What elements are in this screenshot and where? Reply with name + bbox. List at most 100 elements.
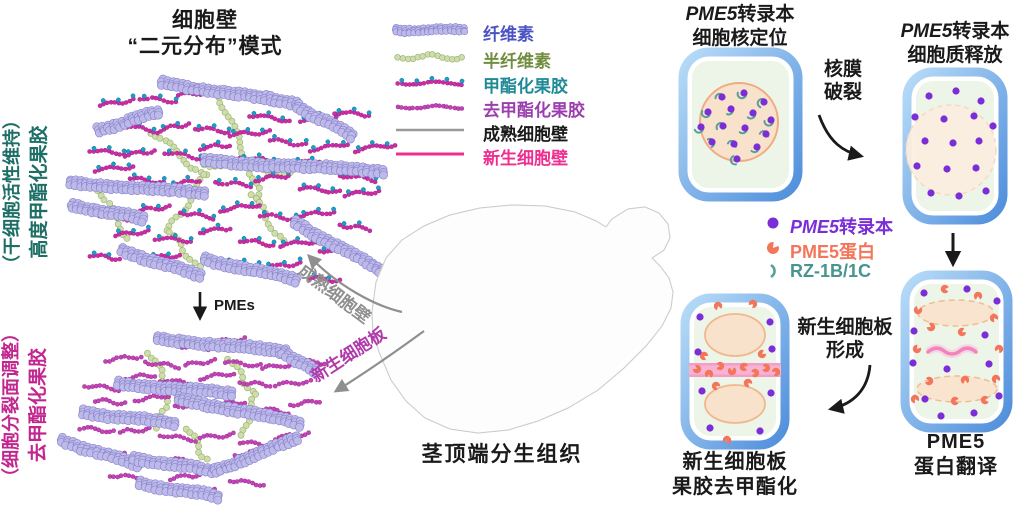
step2-title: PME5转录本 细胞质释放 xyxy=(875,20,1024,68)
legend-label-mature-wall: 成熟细胞壁 xyxy=(483,125,568,144)
pme5-protein-icon xyxy=(960,375,970,384)
step1-title-rest: 转录本 xyxy=(737,4,795,25)
pme5-transcript-dot xyxy=(741,124,749,132)
title-line1: 细胞壁 xyxy=(172,9,238,32)
step1-title: PME5转录本 细胞核定位 xyxy=(660,3,820,51)
step3-caption-line2: 果胶去甲酯化 xyxy=(672,476,798,498)
legend-label-demethyl-pectin: 去甲酯化果胶 xyxy=(483,101,585,120)
legend-text: PME5蛋白 xyxy=(790,242,876,262)
pme5-protein-icon xyxy=(910,394,920,404)
pme5-protein-icon xyxy=(950,396,959,406)
pme5-protein-icon xyxy=(692,364,702,374)
pme5-transcript-dot xyxy=(756,427,764,435)
forming-cell-plate xyxy=(926,346,978,356)
high-methylation-axis-label: （干细胞活性维持） 高度甲酯化果胶 xyxy=(0,82,55,302)
pme5-transcript-dot xyxy=(698,387,706,395)
reforming-nucleus xyxy=(916,375,998,403)
pme5-protein-icon xyxy=(743,378,753,388)
arrow2-label: 新生细胞板 形成 xyxy=(785,316,905,362)
pme5-transcript-dot xyxy=(696,313,704,321)
arrow2-label-line2: 形成 xyxy=(825,340,864,361)
cell-step2-cytoplasmic-release xyxy=(902,67,1008,225)
pme5-protein-icon xyxy=(751,368,760,378)
pme5-transcript-dot xyxy=(706,424,714,432)
pme5-protein-icon xyxy=(980,395,989,405)
pme5-transcript-dot xyxy=(970,112,978,120)
pme5-transcript-dot xyxy=(767,116,775,124)
nascent-plate-pointer-arrow xyxy=(333,330,425,393)
pme5-transcript-dot xyxy=(913,162,921,170)
wall-legend-icons xyxy=(391,23,469,156)
pme5-transcript-dot xyxy=(760,98,768,106)
mature-wall-pointer-arrow xyxy=(307,253,403,314)
pme5-transcript-dot xyxy=(766,318,774,326)
arrow2-label-line1: 新生细胞板 xyxy=(797,317,893,338)
rz-1b1c-legend-icon xyxy=(770,264,776,278)
legend-label-hemicellulose: 半纤维素 xyxy=(483,52,551,71)
pme5-transcript-dot xyxy=(704,108,712,116)
pme5-transcript-dot xyxy=(921,137,929,145)
legend-label-methyl-pectin: 甲酯化果胶 xyxy=(483,77,568,96)
pme5-protein-icon xyxy=(940,284,949,294)
pme5-transcript-dot xyxy=(949,139,957,147)
methylated-pectin-icon xyxy=(395,75,465,88)
nucleus xyxy=(699,82,779,162)
demethylated-pectin-icon xyxy=(395,103,465,111)
pme5-transcript-dot xyxy=(993,297,1001,305)
daughter-nucleus xyxy=(704,313,766,357)
pme5-transcript-dot xyxy=(753,143,761,151)
step4-caption: PME5 蛋白翻译 xyxy=(886,430,1024,480)
pme5-transcript-dot xyxy=(989,122,997,130)
pme5-protein-icon xyxy=(727,367,737,376)
pme5-protein-icon xyxy=(973,291,983,300)
pme5-protein-icon xyxy=(762,363,771,373)
step3-caption: 新生细胞板 果胶去甲酯化 xyxy=(655,450,815,500)
arrow-nuclear-breakdown xyxy=(817,114,864,161)
pme5-protein-icon xyxy=(704,369,714,378)
step2-title-line2: 细胞质释放 xyxy=(907,45,1003,66)
pme5-transcript-dot xyxy=(995,392,1003,400)
legend-label-rz-1b1c: RZ-1B/1C xyxy=(790,261,871,282)
pme5-protein-legend-icon xyxy=(766,241,779,254)
pme5-transcript-dot xyxy=(955,192,963,200)
pme5-transcript-dot xyxy=(909,359,917,367)
hemicellulose-icon xyxy=(394,51,465,63)
pme5-transcript-dot xyxy=(730,140,738,148)
step1-title-line2: 细胞核定位 xyxy=(692,28,788,49)
cell-step3-plate-demethylesterification xyxy=(680,293,790,450)
gene-name: PME5 xyxy=(685,4,738,25)
legend-label-nascent-wall: 新生细胞壁 xyxy=(483,149,568,168)
rz-1b1c-icon xyxy=(729,155,737,166)
pme5-transcript-dot xyxy=(963,285,971,293)
pme5-transcript-dot xyxy=(977,97,985,105)
step3-caption-line1: 新生细胞板 xyxy=(682,451,788,473)
legend-label-pme5-protein: PME5蛋白 xyxy=(790,238,875,264)
pme5-transcript-dot xyxy=(708,138,716,146)
pme5-protein-icon xyxy=(957,327,967,337)
pme5-protein-icon xyxy=(989,313,999,323)
pme5-protein-icon xyxy=(771,367,781,377)
pme5-transcript-dot xyxy=(943,365,951,373)
meristem-caption: 茎顶端分生组织 xyxy=(421,443,583,466)
pme5-transcript-dot xyxy=(940,115,948,123)
pme5-protein-icon xyxy=(925,376,934,386)
pme5-protein-icon xyxy=(699,351,709,361)
pme5-transcript-dot xyxy=(767,389,775,397)
pme5-transcript-dot xyxy=(970,409,978,417)
pme5-transcript-dot xyxy=(982,187,990,195)
pme5-transcript-dot xyxy=(910,327,918,335)
pme5-protein-icon xyxy=(913,306,923,315)
pme5-protein-icon xyxy=(926,322,936,332)
step4-caption-line1: PME5 xyxy=(926,431,986,453)
pme5-transcript-dot xyxy=(694,348,702,356)
pmes-arrow-label: PMEs xyxy=(214,297,255,314)
pme5-transcript-dot xyxy=(718,93,726,101)
cell-wall-model-title: 细胞壁 “二元分布”模式 xyxy=(75,8,335,60)
pme5-protein-icon xyxy=(991,374,1001,384)
mature-wall-diagram xyxy=(65,74,398,288)
legend-label-cellulose: 纤维素 xyxy=(483,25,534,44)
pme5-transcript-dot xyxy=(768,345,776,353)
disassembling-nucleus xyxy=(905,104,997,196)
